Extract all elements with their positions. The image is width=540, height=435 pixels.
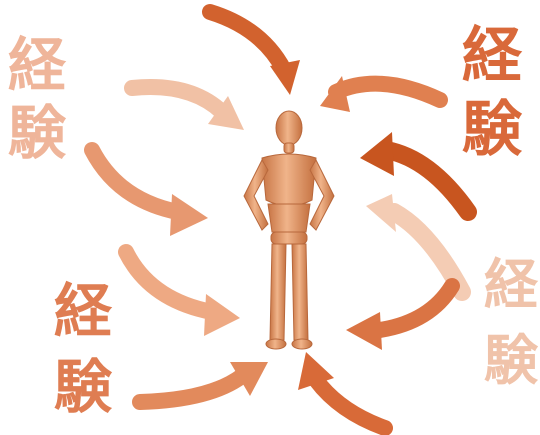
label-char-1: 経	[54, 282, 112, 340]
arrow-right-upper	[360, 132, 468, 212]
arrow-bottom-left	[140, 362, 268, 402]
arrow-right-middle	[366, 194, 462, 292]
label-char-1: 経	[484, 258, 538, 312]
label-experience-top-left: 経 験	[8, 36, 66, 162]
arrow-right-lower	[346, 286, 452, 350]
wooden-mannequin-icon	[244, 111, 334, 349]
label-experience-bottom-left: 経 験	[54, 282, 112, 416]
label-char-1: 経	[462, 26, 522, 86]
arrow-bottom-right	[298, 352, 385, 428]
arrow-top	[210, 12, 300, 95]
arrow-left-upper	[132, 87, 244, 130]
label-char-2: 験	[54, 358, 112, 416]
label-char-2: 験	[8, 104, 66, 162]
arrow-left-lower	[126, 252, 240, 336]
arrow-left-middle	[92, 150, 208, 236]
label-char-2: 験	[484, 334, 538, 388]
label-char-2: 験	[462, 100, 522, 160]
arrow-top-right	[320, 76, 440, 112]
label-experience-bottom-right: 経 験	[484, 258, 538, 388]
label-experience-top-right: 経 験	[462, 26, 522, 160]
label-char-1: 経	[8, 36, 66, 94]
